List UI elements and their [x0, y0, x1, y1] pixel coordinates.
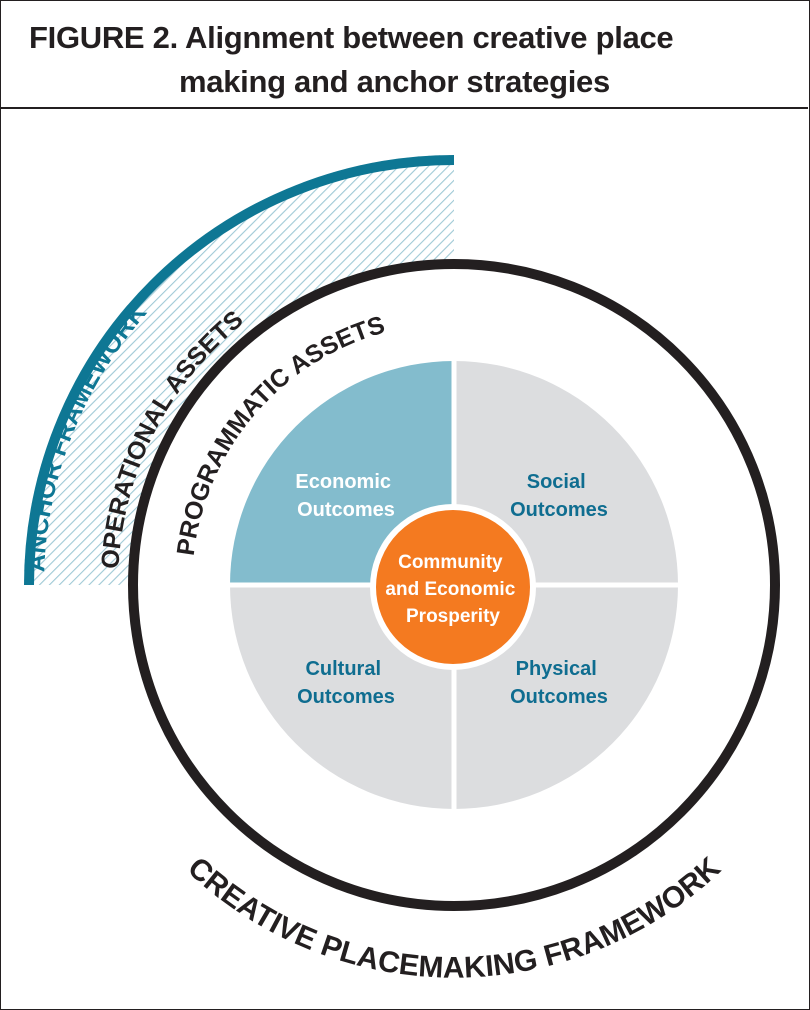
physical-outcomes-label: Physical Outcomes: [510, 658, 608, 708]
physical-line-2: Outcomes: [510, 686, 608, 708]
cultural-outcomes-label: Cultural Outcomes: [297, 658, 395, 708]
center-label: Community and Economic Prosperity: [385, 552, 520, 627]
cultural-line-1: Cultural: [305, 658, 381, 680]
economic-outcomes-label: Economic Outcomes: [295, 471, 396, 521]
economic-line-2: Outcomes: [297, 499, 395, 521]
figure-title-line-1: FIGURE 2. Alignment between creative pla…: [29, 20, 674, 55]
social-line-1: Social: [527, 471, 586, 493]
center-line-3: Prosperity: [406, 606, 500, 627]
alignment-diagram: Economic Outcomes Social Outcomes Cultur…: [22, 155, 780, 985]
center-line-2: and Economic: [385, 579, 515, 600]
center-line-1: Community: [398, 552, 503, 573]
economic-line-1: Economic: [295, 471, 391, 493]
figure-header: FIGURE 2. Alignment between creative pla…: [0, 0, 808, 109]
center-circle: [370, 504, 536, 670]
social-line-2: Outcomes: [510, 499, 608, 521]
anchor-framework-arc: [24, 155, 455, 586]
cultural-line-2: Outcomes: [297, 686, 395, 708]
social-outcomes-label: Social Outcomes: [510, 471, 608, 521]
physical-line-1: Physical: [516, 658, 597, 680]
figure-title-line-2: making and anchor strategies: [179, 64, 610, 99]
